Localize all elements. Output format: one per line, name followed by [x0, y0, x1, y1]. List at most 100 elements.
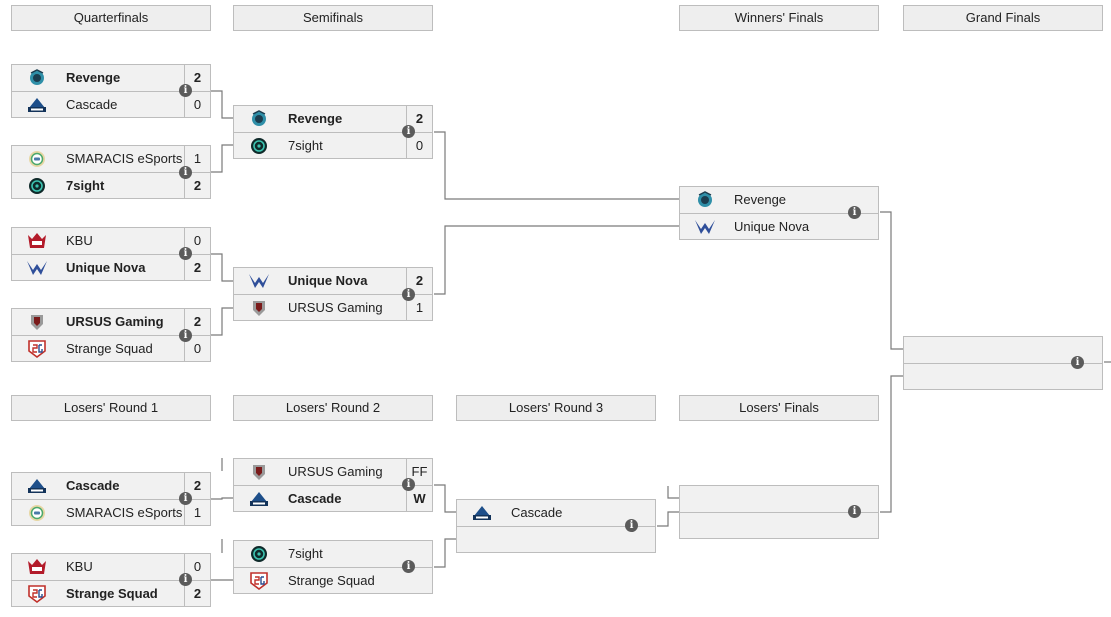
strange-squad-logo-icon: [28, 585, 46, 603]
team-row[interactable]: Unique Nova: [680, 214, 878, 240]
team-score: 2: [184, 173, 210, 199]
team-score: 2: [406, 268, 432, 294]
team-name: Unique Nova: [734, 219, 810, 234]
team-row[interactable]: [457, 527, 655, 553]
info-icon[interactable]: i: [1071, 356, 1084, 369]
team-row[interactable]: Cascade: [457, 500, 655, 526]
header-losers-round-2: Losers' Round 2: [233, 395, 433, 421]
team-row[interactable]: SMARACIS eSports 1: [12, 500, 210, 526]
team-row[interactable]: 7sight 0: [234, 133, 432, 159]
info-icon[interactable]: i: [402, 125, 415, 138]
match-semifinal-1[interactable]: Revenge 2 7sight 0: [233, 105, 433, 159]
match-quarterfinal-4[interactable]: URSUS Gaming 2 Strange Squad 0: [11, 308, 211, 362]
team-score: 0: [184, 92, 210, 118]
header-winners-finals: Winners' Finals: [679, 5, 879, 31]
team-row[interactable]: Cascade 0: [12, 92, 210, 118]
team-score: 2: [406, 106, 432, 132]
team-name: Unique Nova: [66, 260, 146, 275]
header-losers-finals: Losers' Finals: [679, 395, 879, 421]
team-row[interactable]: [680, 513, 878, 539]
team-row[interactable]: 7sight: [234, 541, 432, 567]
team-row[interactable]: Unique Nova 2: [12, 255, 210, 281]
team-row[interactable]: URSUS Gaming FF: [234, 459, 432, 485]
match-losers-finals[interactable]: [679, 485, 879, 539]
team-row[interactable]: Strange Squad 0: [12, 336, 210, 362]
info-icon[interactable]: i: [402, 288, 415, 301]
unique-nova-logo-icon: [27, 261, 47, 275]
team-score: 0: [184, 228, 210, 254]
info-icon[interactable]: i: [848, 206, 861, 219]
team-name: Cascade: [66, 478, 120, 493]
team-row[interactable]: [904, 364, 1102, 390]
team-name: Cascade: [288, 491, 342, 506]
team-row[interactable]: Strange Squad: [234, 568, 432, 594]
info-icon[interactable]: i: [179, 166, 192, 179]
match-quarterfinal-1[interactable]: Revenge 2 Cascade 0: [11, 64, 211, 118]
revenge-logo-icon: [30, 69, 44, 85]
team-row[interactable]: URSUS Gaming 2: [12, 309, 210, 335]
team-row[interactable]: Revenge 2: [234, 106, 432, 132]
info-icon[interactable]: i: [402, 478, 415, 491]
match-quarterfinal-2[interactable]: SMARACIS eSports 1 7sight 2: [11, 145, 211, 199]
header-losers-round-1: Losers' Round 1: [11, 395, 211, 421]
match-losers-round-1-a[interactable]: Cascade 2 SMARACIS eSports 1: [11, 472, 211, 526]
kbu-logo-icon: [28, 233, 46, 248]
team-row[interactable]: KBU 0: [12, 554, 210, 580]
team-name: KBU: [66, 233, 93, 248]
team-score: W: [406, 486, 432, 512]
team-name: Revenge: [734, 192, 787, 207]
match-losers-round-3[interactable]: Cascade: [456, 499, 656, 553]
info-icon[interactable]: i: [179, 492, 192, 505]
team-name: URSUS Gaming: [288, 464, 383, 479]
info-icon[interactable]: i: [402, 560, 415, 573]
team-score: 2: [184, 65, 210, 91]
team-name: Strange Squad: [288, 573, 375, 588]
header-semifinals: Semifinals: [233, 5, 433, 31]
ursus-logo-icon: [253, 465, 265, 480]
match-grand-finals[interactable]: [903, 336, 1103, 390]
match-losers-round-2-a[interactable]: URSUS Gaming FF Cascade W: [233, 458, 433, 512]
team-name: Unique Nova: [288, 273, 368, 288]
kbu-logo-icon: [28, 559, 46, 574]
team-row[interactable]: Cascade 2: [12, 473, 210, 499]
smaracis-logo-icon: [29, 151, 45, 167]
team-score: 1: [406, 295, 432, 321]
match-losers-round-1-b[interactable]: KBU 0 Strange Squad 2: [11, 553, 211, 607]
strange-squad-logo-icon: [250, 572, 268, 590]
strange-squad-logo-icon: [28, 340, 46, 358]
cascade-logo-icon: [28, 98, 46, 112]
match-losers-round-2-b[interactable]: 7sight Strange Squad: [233, 540, 433, 594]
team-name: Cascade: [511, 505, 563, 520]
team-row[interactable]: URSUS Gaming 1: [234, 295, 432, 321]
team-row[interactable]: SMARACIS eSports 1: [12, 146, 210, 172]
team-row[interactable]: Cascade W: [234, 486, 432, 512]
team-row[interactable]: Revenge: [680, 187, 878, 213]
team-score: 2: [184, 255, 210, 281]
team-name: Cascade: [66, 97, 118, 112]
match-semifinal-2[interactable]: Unique Nova 2 URSUS Gaming 1: [233, 267, 433, 321]
team-score: 2: [184, 473, 210, 499]
info-icon[interactable]: i: [179, 329, 192, 342]
team-name: KBU: [66, 559, 93, 574]
team-row[interactable]: KBU 0: [12, 228, 210, 254]
team-row[interactable]: Revenge 2: [12, 65, 210, 91]
team-name: Strange Squad: [66, 586, 158, 601]
match-quarterfinal-3[interactable]: KBU 0 Unique Nova 2: [11, 227, 211, 281]
team-score: 2: [184, 309, 210, 335]
info-icon[interactable]: i: [179, 573, 192, 586]
team-row[interactable]: Strange Squad 2: [12, 581, 210, 607]
team-row[interactable]: Unique Nova 2: [234, 268, 432, 294]
info-icon[interactable]: i: [179, 247, 192, 260]
info-icon[interactable]: i: [179, 84, 192, 97]
info-icon[interactable]: i: [625, 519, 638, 532]
team-score: 0: [184, 336, 210, 362]
team-name: URSUS Gaming: [66, 314, 164, 329]
cascade-logo-icon: [473, 506, 491, 520]
match-winners-finals[interactable]: Revenge Unique Nova: [679, 186, 879, 240]
unique-nova-logo-icon: [249, 274, 269, 288]
unique-nova-logo-icon: [695, 220, 715, 234]
team-row[interactable]: 7sight 2: [12, 173, 210, 199]
info-icon[interactable]: i: [848, 505, 861, 518]
team-name: Strange Squad: [66, 341, 153, 356]
